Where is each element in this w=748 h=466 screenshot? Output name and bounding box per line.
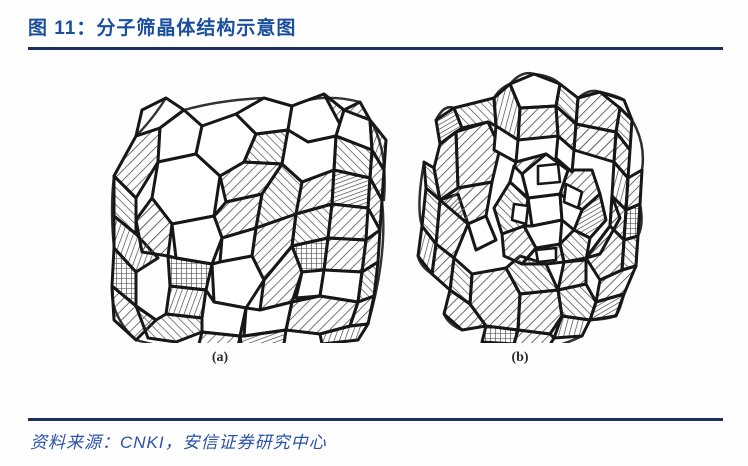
page-title: 图 11：分子筛晶体结构示意图 bbox=[28, 18, 297, 39]
figure-container: (a) (b) bbox=[0, 58, 748, 408]
footer-divider bbox=[28, 418, 723, 421]
zeolite-structure-b-drawing bbox=[416, 71, 645, 343]
figure-panel-a bbox=[96, 58, 396, 343]
figure-caption-b: (b) bbox=[511, 350, 529, 365]
title-divider bbox=[28, 47, 723, 50]
zeolite-structure-a-drawing bbox=[110, 92, 388, 343]
figure-caption-a: (a) bbox=[211, 350, 229, 365]
source-note: 资料来源：CNKI，安信证券研究中心 bbox=[30, 433, 327, 452]
figure-panel-b bbox=[410, 58, 660, 343]
